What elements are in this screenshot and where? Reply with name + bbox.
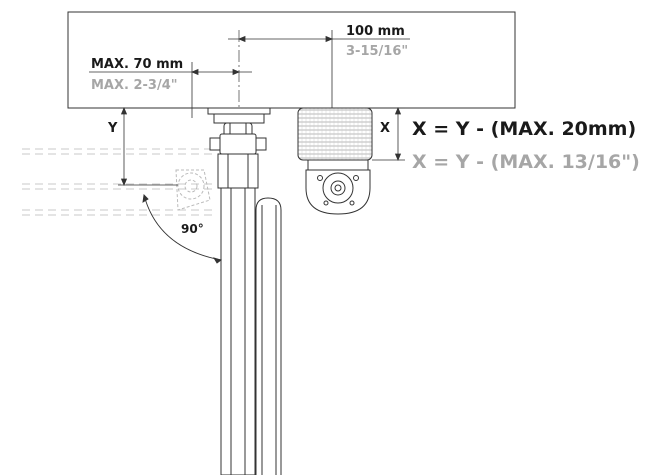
dimension-70mm: [89, 62, 252, 118]
formula-mm: X = Y - (MAX. 20mm): [412, 118, 637, 140]
formula-inch: X = Y - (MAX. 13/16"): [412, 151, 640, 173]
max-70mm-inch-label: MAX. 2-3/4": [91, 78, 178, 93]
rotated-bracket-ghost: [175, 169, 211, 211]
dimension-x: [372, 106, 405, 162]
right-bracket: [305, 159, 371, 215]
distance-block: [297, 107, 373, 161]
x-label: X: [380, 121, 391, 136]
curtain-lines: [22, 148, 215, 216]
y-label: Y: [108, 121, 118, 136]
dimension-y: [118, 106, 200, 187]
dimension-100mm-inch-label: 3-15/16": [346, 44, 409, 59]
dimension-100mm-label: 100 mm: [346, 24, 405, 39]
ceiling-plate: [67, 11, 516, 109]
angle-arc-90: [142, 194, 222, 264]
mounting-block: [207, 107, 271, 189]
max-70mm-label: MAX. 70 mm: [91, 57, 184, 72]
vertical-rods: [220, 187, 282, 475]
angle-label: 90°: [181, 222, 204, 236]
dimension-100mm: [228, 30, 410, 108]
